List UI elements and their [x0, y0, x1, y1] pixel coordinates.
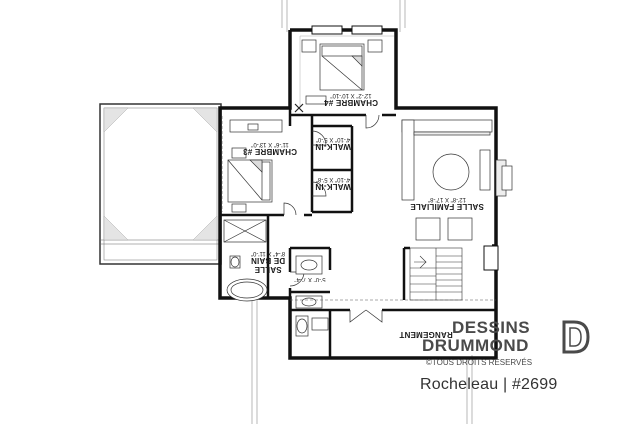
chambre4-name: CHAMBRE #4: [324, 98, 379, 107]
top-porch-outline: [281, 0, 406, 32]
salle-de-bain-name-1: SALLE: [254, 265, 282, 274]
brand-line1: DESSINS: [452, 318, 531, 337]
walkin1-name: WALK-IN: [315, 142, 351, 151]
chambre3-name: CHAMBRE #3: [243, 147, 298, 156]
walkin1-dims: 4'-10" X 5'-0": [315, 136, 351, 142]
walkin1-label: WALK-IN 4'-10" X 5'-0": [314, 136, 352, 151]
interior-walls: [220, 108, 496, 358]
plan-caption: Rocheleau | #2699: [420, 376, 558, 393]
salle-familiale-label: SALLE FAMILIALE 12'-8" X 17'-8": [402, 196, 492, 211]
brand-d-icon: [562, 320, 590, 354]
brand-line2: DRUMMOND: [422, 336, 529, 355]
door-swings: [283, 114, 383, 323]
windows: [311, 25, 499, 271]
salle-de-bain-name-2: DE BAIN: [250, 256, 286, 265]
bottom-porch-outline: [251, 296, 473, 424]
closet-dims: 5'-0" X 7'-4": [294, 276, 326, 282]
salle-de-bain-fixtures: [223, 219, 329, 337]
walkin2-name: WALK-IN: [315, 182, 351, 191]
salle-familiale-furniture: [401, 119, 513, 241]
dashed-lines: [221, 116, 496, 301]
walkin2-label: WALK-IN 4'-10" X 5'-8": [314, 176, 352, 191]
stairs: [409, 247, 463, 301]
salle-de-bain-label: SALLE DE BAIN 8'-4" X 11'-0": [248, 250, 288, 274]
chambre4-label: CHAMBRE #4 12'-2" X 10'-10": [314, 92, 388, 107]
walkin2-dims: 4'-10" X 5'-8": [315, 176, 351, 182]
brand-copyright: ©TOUS DROITS RÉSERVÉS: [426, 358, 533, 367]
salle-familiale-name: SALLE FAMILIALE: [410, 202, 484, 211]
chambre3-furniture: [227, 119, 283, 213]
salle-de-bain-dims: 8'-4" X 11'-0": [250, 250, 286, 256]
closet-label: 5'-0" X 7'-4": [290, 276, 330, 282]
chambre4-hatch: [294, 35, 394, 113]
chambre4-furniture: [301, 39, 383, 105]
garage-area: [99, 103, 222, 265]
brand-logo: DESSINS DRUMMOND ©TOUS DROITS RÉSERVÉS: [420, 318, 596, 380]
chambre3-label: CHAMBRE #3 11'-6" X 13'-0": [236, 141, 304, 156]
